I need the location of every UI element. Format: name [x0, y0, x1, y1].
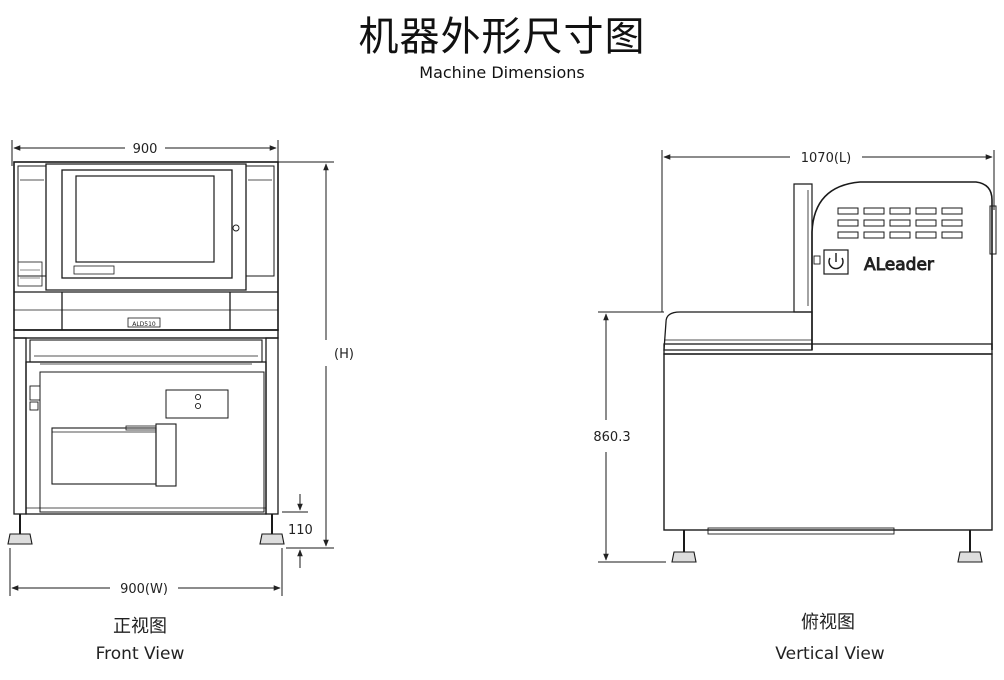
front-feet	[7, 514, 285, 545]
dim-table-height-label: 860.3	[593, 430, 630, 445]
page-title: 机器外形尺寸图	[358, 14, 646, 60]
side-view-caption-en: Vertical View	[775, 644, 885, 664]
dim-line-foot-height	[282, 494, 308, 568]
side-vents	[837, 207, 963, 239]
panel-label: ALD510	[132, 321, 156, 328]
dim-line-bottom-width	[9, 548, 283, 596]
dim-foot-height-label: 110	[288, 523, 313, 538]
dim-line-height	[252, 161, 334, 549]
dim-top-width-label: 900	[133, 142, 158, 157]
side-view-caption-cn: 俯视图	[801, 612, 855, 633]
dim-length-label: 1070(L)	[801, 151, 851, 166]
dim-bottom-width-label: 900(W)	[120, 582, 168, 597]
dim-line-length	[661, 150, 995, 312]
side-feet	[671, 530, 983, 563]
side-view-drawing	[598, 150, 997, 563]
front-view-caption-en: Front View	[95, 644, 185, 664]
front-view-caption-cn: 正视图	[113, 616, 167, 637]
front-view-drawing	[7, 140, 334, 596]
page-subtitle: Machine Dimensions	[419, 63, 585, 82]
dim-height-label: (H)	[334, 347, 354, 362]
power-button-graphic	[813, 249, 849, 275]
brand-logo: ALeader	[864, 255, 934, 275]
dim-line-table-height	[598, 311, 666, 563]
